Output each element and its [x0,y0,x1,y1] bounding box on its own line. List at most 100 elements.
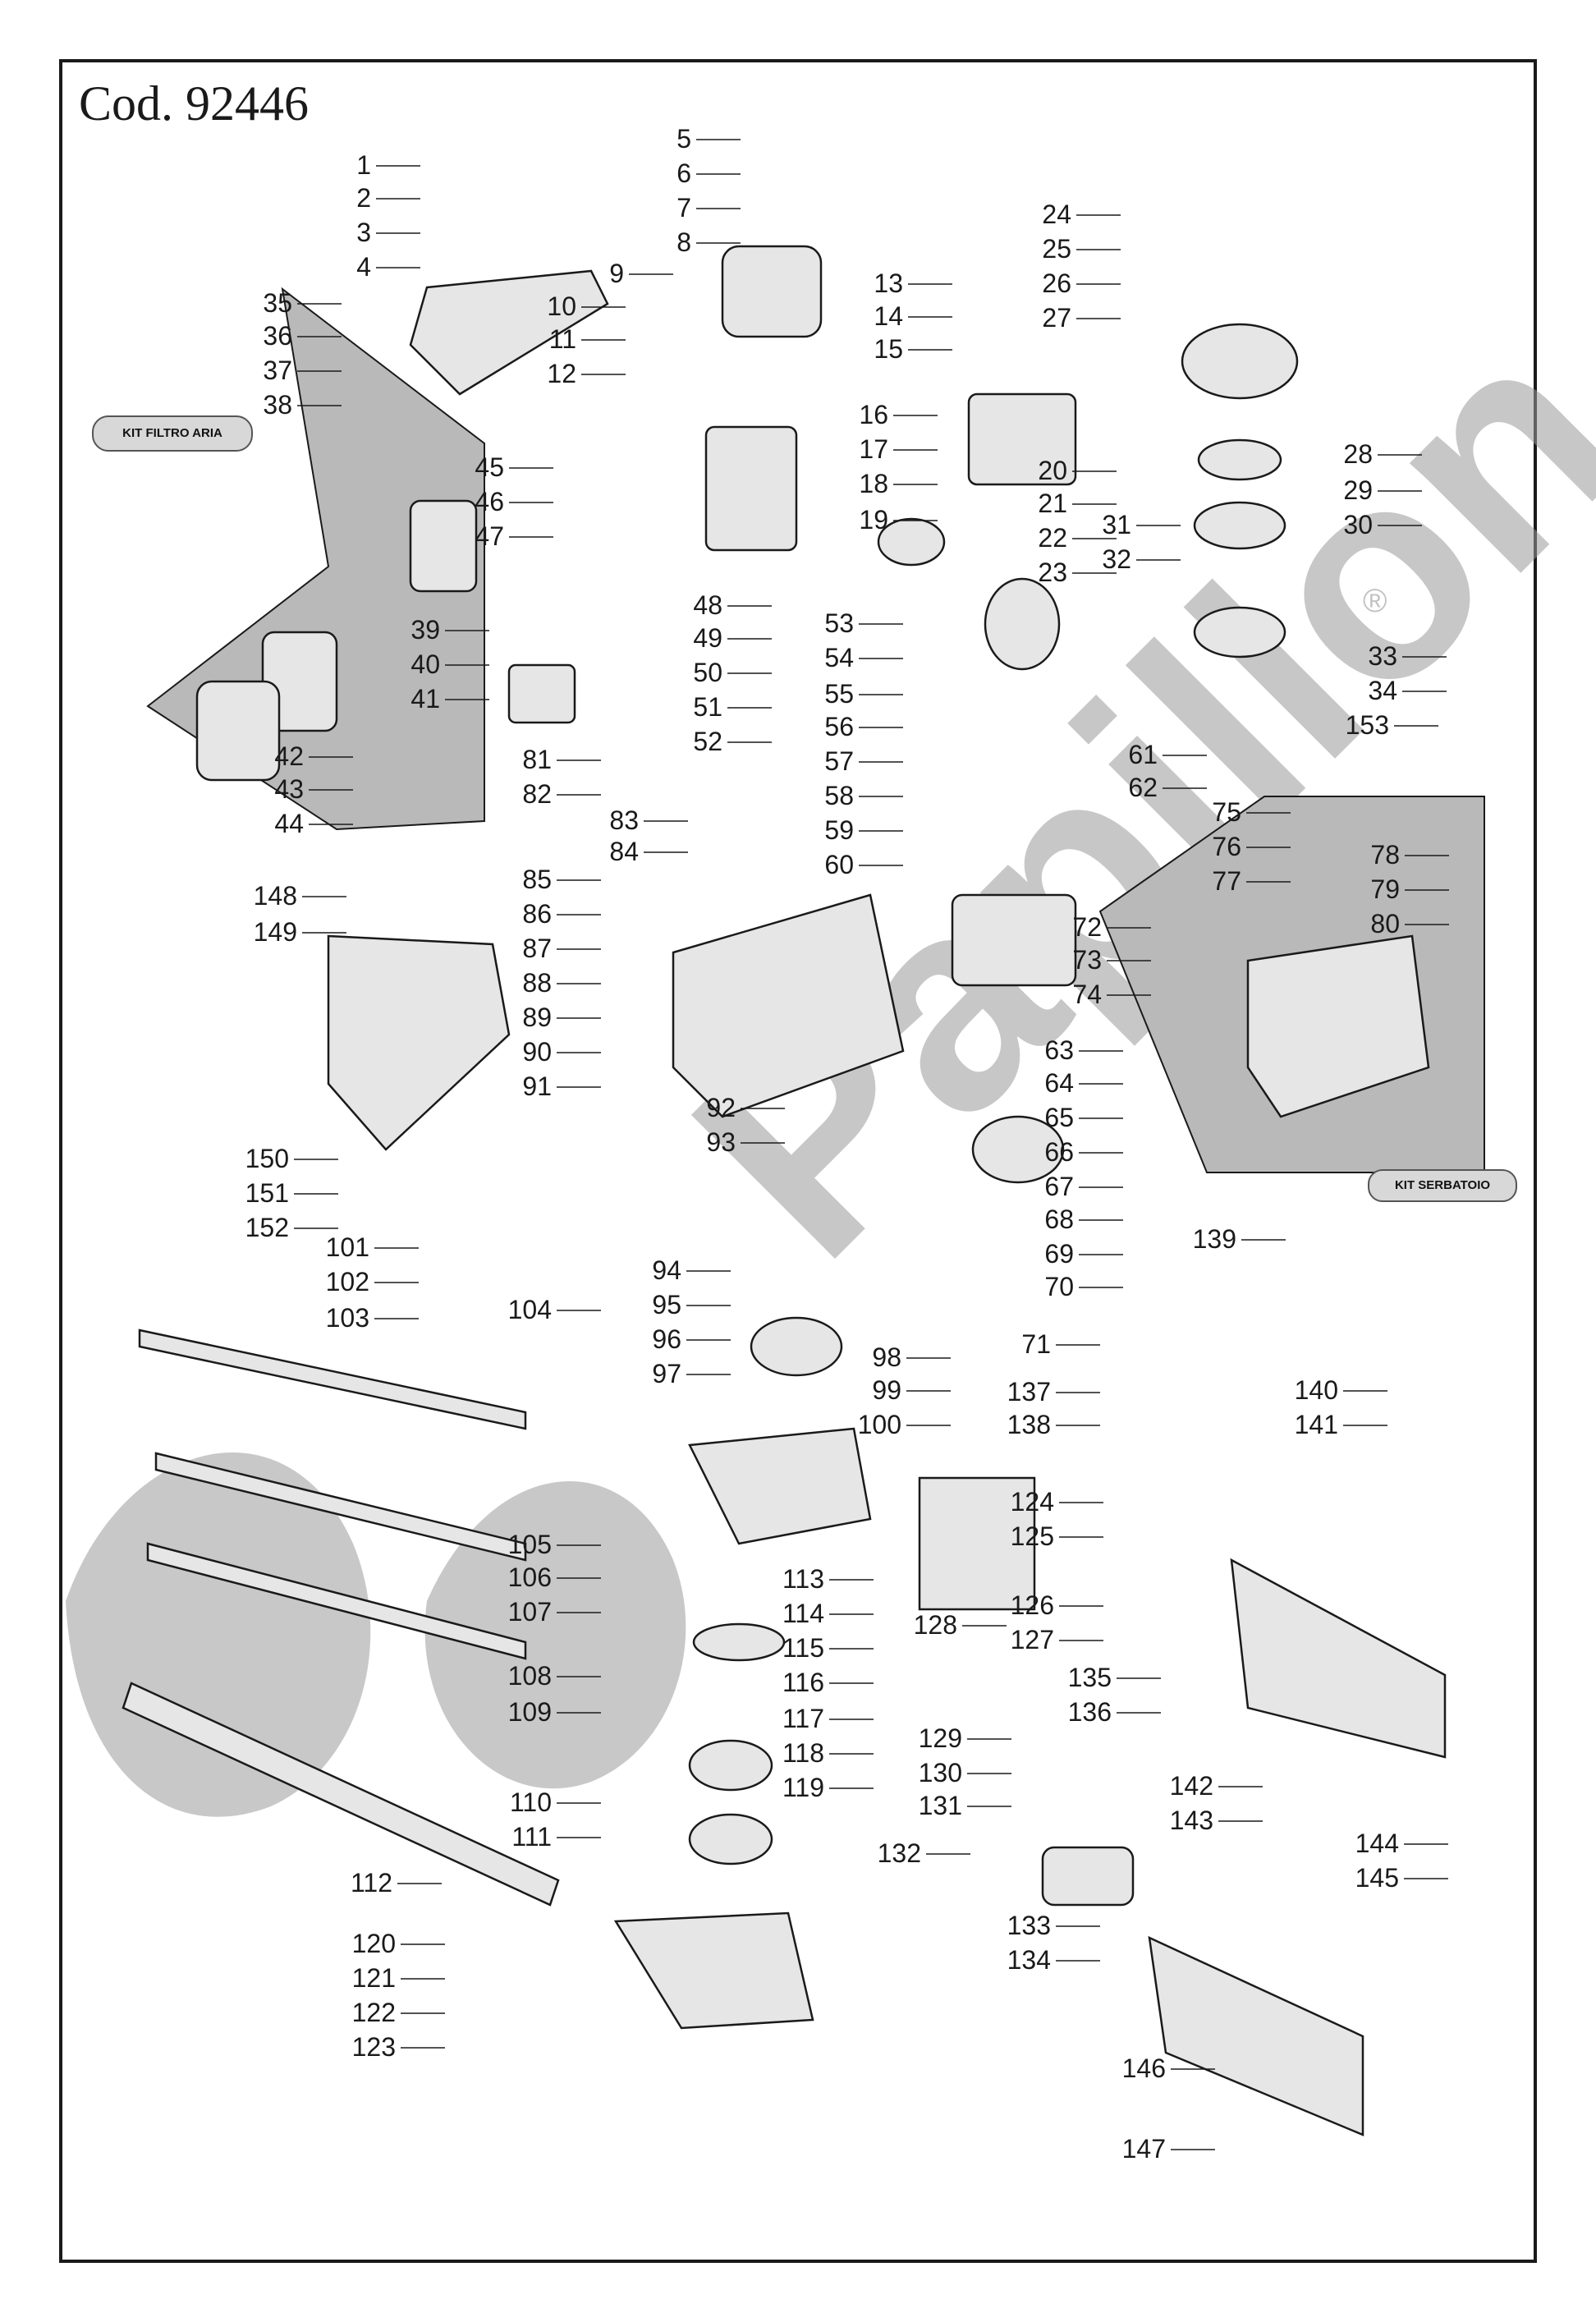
page-title: Cod. 92446 [79,76,310,131]
part-label-47: 47 [475,521,504,551]
part-label-61: 61 [1128,740,1158,769]
part-label-115: 115 [782,1633,824,1663]
starter-pulley [1193,501,1286,550]
part-label-97: 97 [652,1359,681,1388]
part-label-25: 25 [1042,234,1071,264]
registered-mark: ® [1363,583,1387,619]
part-label-66: 66 [1044,1137,1074,1167]
part-label-34: 34 [1368,676,1397,705]
part-label-46: 46 [475,487,504,516]
front-handle [327,934,511,1151]
part-label-135: 135 [1068,1663,1112,1692]
part-label-95: 95 [652,1290,681,1319]
part-label-106: 106 [508,1563,552,1592]
part-label-59: 59 [824,815,854,845]
carburettor [507,663,576,724]
part-label-129: 129 [919,1723,962,1753]
part-label-87: 87 [522,934,552,963]
part-label-128: 128 [914,1610,957,1640]
part-label-13: 13 [874,268,903,298]
part-label-138: 138 [1007,1410,1051,1439]
part-label-98: 98 [872,1342,901,1372]
part-label-122: 122 [352,1998,396,2027]
part-label-21: 21 [1038,489,1067,518]
part-label-51: 51 [693,692,722,722]
part-label-77: 77 [1212,866,1241,896]
crankcase-upper [967,392,1077,486]
part-label-12: 12 [547,359,576,388]
part-label-75: 75 [1212,797,1241,827]
part-label-22: 22 [1038,523,1067,553]
part-label-57: 57 [824,746,854,776]
part-label-35: 35 [263,288,292,318]
cylinder [704,425,798,552]
part-label-50: 50 [693,658,722,687]
part-label-18: 18 [859,469,888,498]
part-label-69: 69 [1044,1239,1074,1269]
part-label-78: 78 [1370,840,1400,870]
part-label-111: 111 [511,1822,552,1852]
part-label-134: 134 [1007,1945,1051,1975]
drawing-frame [59,59,1537,2263]
part-label-48: 48 [693,590,722,620]
part-label-53: 53 [824,608,854,638]
part-label-105: 105 [508,1530,552,1559]
part-label-56: 56 [824,712,854,741]
part-label-120: 120 [352,1929,396,1958]
part-label-24: 24 [1042,200,1071,229]
part-label-101: 101 [326,1232,369,1262]
part-label-10: 10 [547,291,576,321]
part-label-150: 150 [245,1144,289,1173]
part-label-151: 151 [245,1178,289,1208]
part-label-149: 149 [254,917,297,947]
part-label-82: 82 [522,779,552,809]
part-label-117: 117 [782,1704,824,1733]
crankcase-lower [951,893,1077,987]
gearbox-housing [688,1427,872,1545]
throttle-housing [918,1476,1036,1611]
part-label-31: 31 [1102,510,1131,539]
part-label-102: 102 [326,1267,369,1296]
part-label-54: 54 [824,643,854,672]
muffler [721,245,823,338]
part-label-2: 2 [356,183,371,213]
part-label-15: 15 [874,334,903,364]
part-label-123: 123 [352,2032,396,2062]
part-label-146: 146 [1122,2054,1166,2083]
part-label-6: 6 [676,158,691,188]
part-labels: 1234567891011121314151617181920212223242… [245,124,1449,2164]
starter-housing [1181,323,1299,400]
piston [877,517,946,567]
part-label-1: 1 [356,150,371,180]
crank-plate-2 [688,1813,773,1865]
part-label-114: 114 [782,1599,824,1628]
part-label-40: 40 [410,649,440,679]
part-label-144: 144 [1355,1829,1399,1858]
parts-layer [122,245,1447,2136]
tank-kit-badge: KIT SERBATOIO [1368,1169,1517,1202]
part-label-108: 108 [508,1661,552,1691]
part-label-67: 67 [1044,1172,1074,1201]
part-label-58: 58 [824,781,854,810]
part-label-84: 84 [609,837,639,866]
part-label-118: 118 [782,1738,824,1768]
part-label-76: 76 [1212,832,1241,861]
part-label-152: 152 [245,1213,289,1242]
part-label-41: 41 [410,684,440,714]
part-label-94: 94 [652,1255,681,1285]
part-label-39: 39 [410,615,440,645]
part-label-124: 124 [1011,1487,1054,1517]
part-label-143: 143 [1170,1806,1213,1835]
air-filter-kit-badge: KIT FILTRO ARIA [92,415,253,452]
part-label-99: 99 [872,1375,901,1405]
rear-handle-left [1230,1558,1447,1759]
part-label-11: 11 [549,324,576,354]
engine-cover [409,269,609,396]
part-label-30: 30 [1343,510,1373,539]
part-label-147: 147 [1122,2134,1166,2164]
part-label-64: 64 [1044,1068,1074,1098]
part-label-20: 20 [1038,456,1067,485]
part-label-79: 79 [1370,874,1400,904]
part-label-4: 4 [356,252,371,282]
